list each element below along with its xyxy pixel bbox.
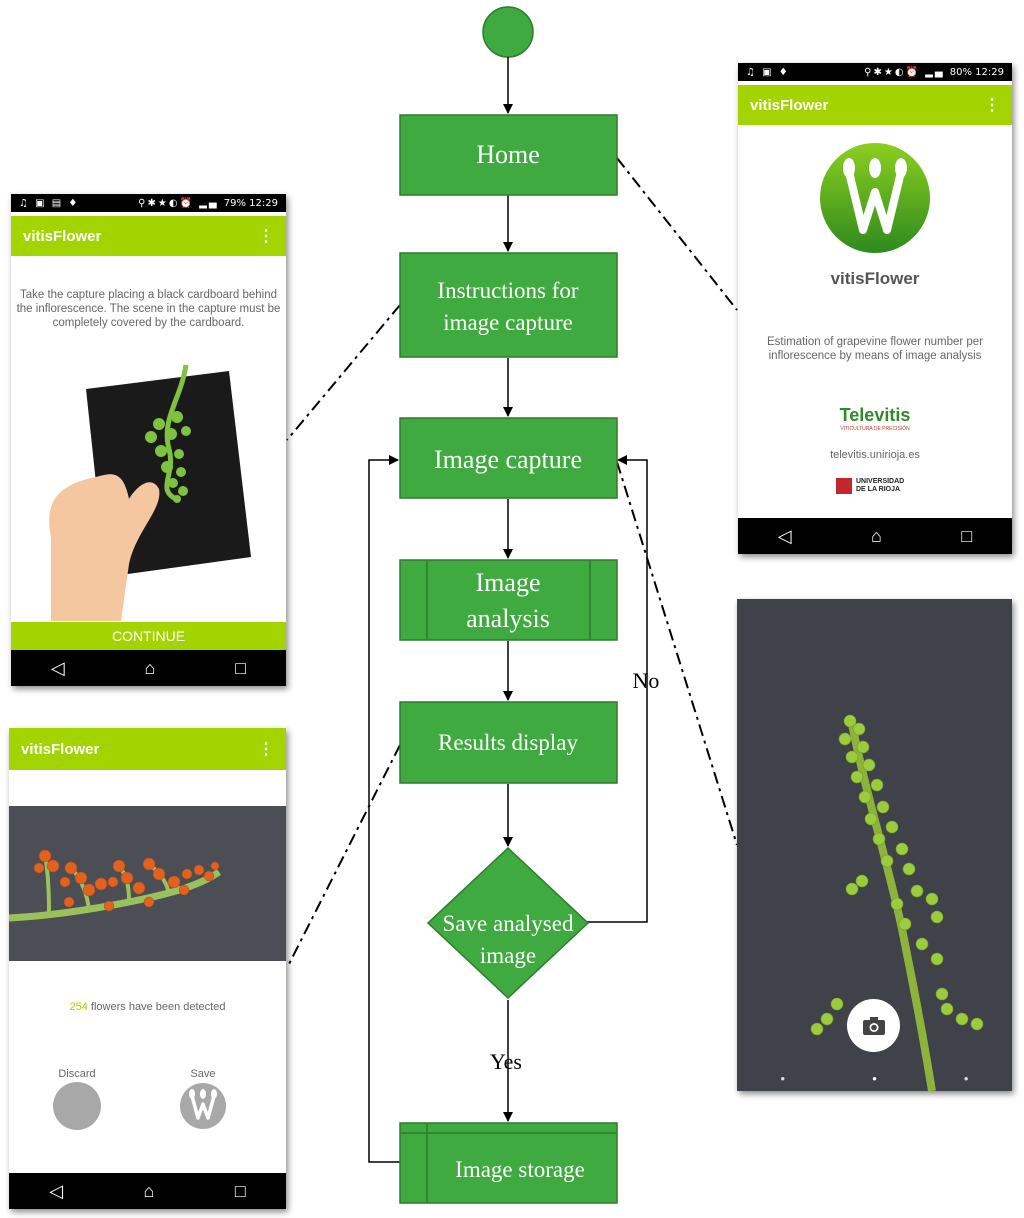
node-results-label: Results display xyxy=(438,730,578,755)
university-emblem-icon xyxy=(836,478,852,494)
node-capture: Image capture xyxy=(399,417,618,499)
recents-icon[interactable]: □ xyxy=(234,1180,246,1201)
university-name: UNIVERSIDAD DE LA RIOJA xyxy=(856,478,905,493)
label-no: No xyxy=(633,668,660,693)
node-home: Home xyxy=(399,114,618,196)
overflow-menu-icon[interactable]: ⋮ xyxy=(984,97,1000,114)
system-icons: ⚲✱★◐⏰ ▂▄ xyxy=(864,66,950,78)
back-icon[interactable]: ◁ xyxy=(50,657,65,678)
node-capture-label: Image capture xyxy=(434,445,582,474)
instructions-text: Take the capture placing a black cardboa… xyxy=(16,289,281,329)
app-title: vitisFlower xyxy=(23,227,102,245)
arrow-storage-loop xyxy=(368,455,400,1163)
camera-shutter-button[interactable] xyxy=(847,999,900,1052)
vitisflower-logo-icon xyxy=(820,143,930,253)
screen-results: vitisFlower ⋮ 254 flowers have been dete… xyxy=(9,728,286,1209)
back-icon[interactable]: ◁ xyxy=(777,525,792,546)
node-analysis-label-2: analysis xyxy=(466,604,550,633)
back-icon[interactable]: ◁ xyxy=(49,1180,64,1201)
home-icon[interactable]: ⌂ xyxy=(144,657,156,678)
save-label: Save xyxy=(190,1068,216,1080)
notification-icons: ♫ ▣ ♦ xyxy=(746,66,790,78)
camera-preview-image xyxy=(737,599,1012,1091)
label-yes: Yes xyxy=(490,1049,522,1074)
discard-label: Discard xyxy=(58,1068,96,1080)
nav-bar: ◁ ⌂ □ xyxy=(11,650,286,686)
connector-home xyxy=(616,157,738,311)
logo-name: vitisFlower xyxy=(830,269,920,288)
node-storage-label: Image storage xyxy=(455,1157,585,1182)
app-bar: vitisFlower ⋮ xyxy=(9,728,286,770)
arrow-no-loop xyxy=(585,455,648,923)
home-icon[interactable]: ⌂ xyxy=(143,1180,155,1201)
status-bar: ♫ ▣ ▤ ♦ ⚲✱★◐⏰ ▂▄ 79% 12:29 xyxy=(11,194,286,212)
node-instructions-label-2: image capture xyxy=(443,310,573,335)
home-icon[interactable]: ⌂ xyxy=(871,525,882,546)
start-node xyxy=(482,6,534,58)
app-bar: vitisFlower ⋮ xyxy=(738,85,1012,125)
node-instructions: Instructions for image capture xyxy=(399,252,618,358)
televitis-logo-text: Televitis xyxy=(839,405,911,425)
battery-level: 80% xyxy=(949,66,972,78)
notification-icons: ♫ ▣ ▤ ♦ xyxy=(19,197,80,209)
televitis-url[interactable]: televitis.unirioja.es xyxy=(830,449,920,461)
node-results: Results display xyxy=(399,701,618,784)
camera-icon xyxy=(862,1016,885,1035)
status-time: 12:29 xyxy=(249,197,278,209)
nav-bar: ◁ ⌂ □ xyxy=(738,518,1012,554)
status-time: 12:29 xyxy=(975,66,1004,78)
save-button[interactable]: Save xyxy=(179,1068,227,1135)
status-bar: ♫ ▣ ♦ ⚲✱★◐⏰ ▂▄ 80% 12:29 xyxy=(738,63,1012,81)
hand-cardboard-illustration xyxy=(49,364,251,621)
connector-lines xyxy=(286,157,738,969)
status-right: ⚲✱★◐⏰ ▂▄ 80% 12:29 xyxy=(864,67,1004,78)
page-indicator: ● ● ● xyxy=(737,1074,1012,1083)
node-instructions-label-1: Instructions for xyxy=(437,278,579,303)
televitis-logo: Televitis VITICULTURA DE PRECISIÓN xyxy=(738,405,1012,432)
node-storage: Image storage xyxy=(399,1122,618,1204)
node-home-label: Home xyxy=(476,140,540,169)
nav-bar: ◁ ⌂ □ xyxy=(9,1173,286,1209)
recents-icon[interactable]: □ xyxy=(235,657,247,678)
app-description: Estimation of grapevine flower number pe… xyxy=(766,336,984,362)
overflow-menu-icon[interactable]: ⋮ xyxy=(258,741,274,758)
detection-result: 254 flowers have been detected xyxy=(9,1001,286,1013)
discard-circle-icon xyxy=(53,1082,101,1130)
overflow-menu-icon[interactable]: ⋮ xyxy=(258,228,274,245)
node-analysis: Image analysis xyxy=(399,559,618,641)
app-title: vitisFlower xyxy=(21,740,100,758)
system-icons: ⚲✱★◐⏰ ▂▄ xyxy=(138,197,224,209)
connector-results xyxy=(286,744,401,969)
connector-instructions xyxy=(286,304,401,441)
battery-level: 79% xyxy=(223,197,246,209)
indicator-dot: ● xyxy=(780,1074,786,1083)
indicator-dot-active: ● xyxy=(872,1074,877,1083)
screen-home: ♫ ▣ ♦ ⚲✱★◐⏰ ▂▄ 80% 12:29 vitisFlower ⋮ v… xyxy=(738,63,1012,554)
flower-count-text: flowers have been detected xyxy=(87,1001,226,1013)
recents-icon[interactable]: □ xyxy=(961,525,973,546)
discard-button[interactable]: Discard xyxy=(53,1068,101,1130)
indicator-dot: ● xyxy=(963,1074,969,1083)
screen-instructions: ♫ ▣ ▤ ♦ ⚲✱★◐⏰ ▂▄ 79% 12:29 vitisFlower ⋮… xyxy=(11,194,286,686)
app-title: vitisFlower xyxy=(750,96,829,114)
continue-button-label: CONTINUE xyxy=(111,628,186,644)
continue-button[interactable]: CONTINUE xyxy=(11,622,286,650)
node-decision: Save analysed image xyxy=(426,846,590,1000)
save-logo-icon xyxy=(180,1083,226,1129)
status-right: ⚲✱★◐⏰ ▂▄ 79% 12:29 xyxy=(138,198,278,209)
app-bar: vitisFlower ⋮ xyxy=(11,216,286,256)
flow-arrows xyxy=(368,57,648,1163)
analysed-image xyxy=(9,806,286,961)
node-decision-label-1: Save analysed xyxy=(443,911,574,936)
node-analysis-label-1: Image xyxy=(476,568,541,597)
university-logo: UNIVERSIDAD DE LA RIOJA xyxy=(836,478,904,494)
connector-capture xyxy=(616,461,738,846)
flower-count: 254 xyxy=(69,1001,88,1013)
televitis-logo-sub: VITICULTURA DE PRECISIÓN xyxy=(840,426,910,432)
node-decision-label-2: image xyxy=(480,943,536,968)
screen-camera: ● ● ● xyxy=(737,599,1012,1091)
